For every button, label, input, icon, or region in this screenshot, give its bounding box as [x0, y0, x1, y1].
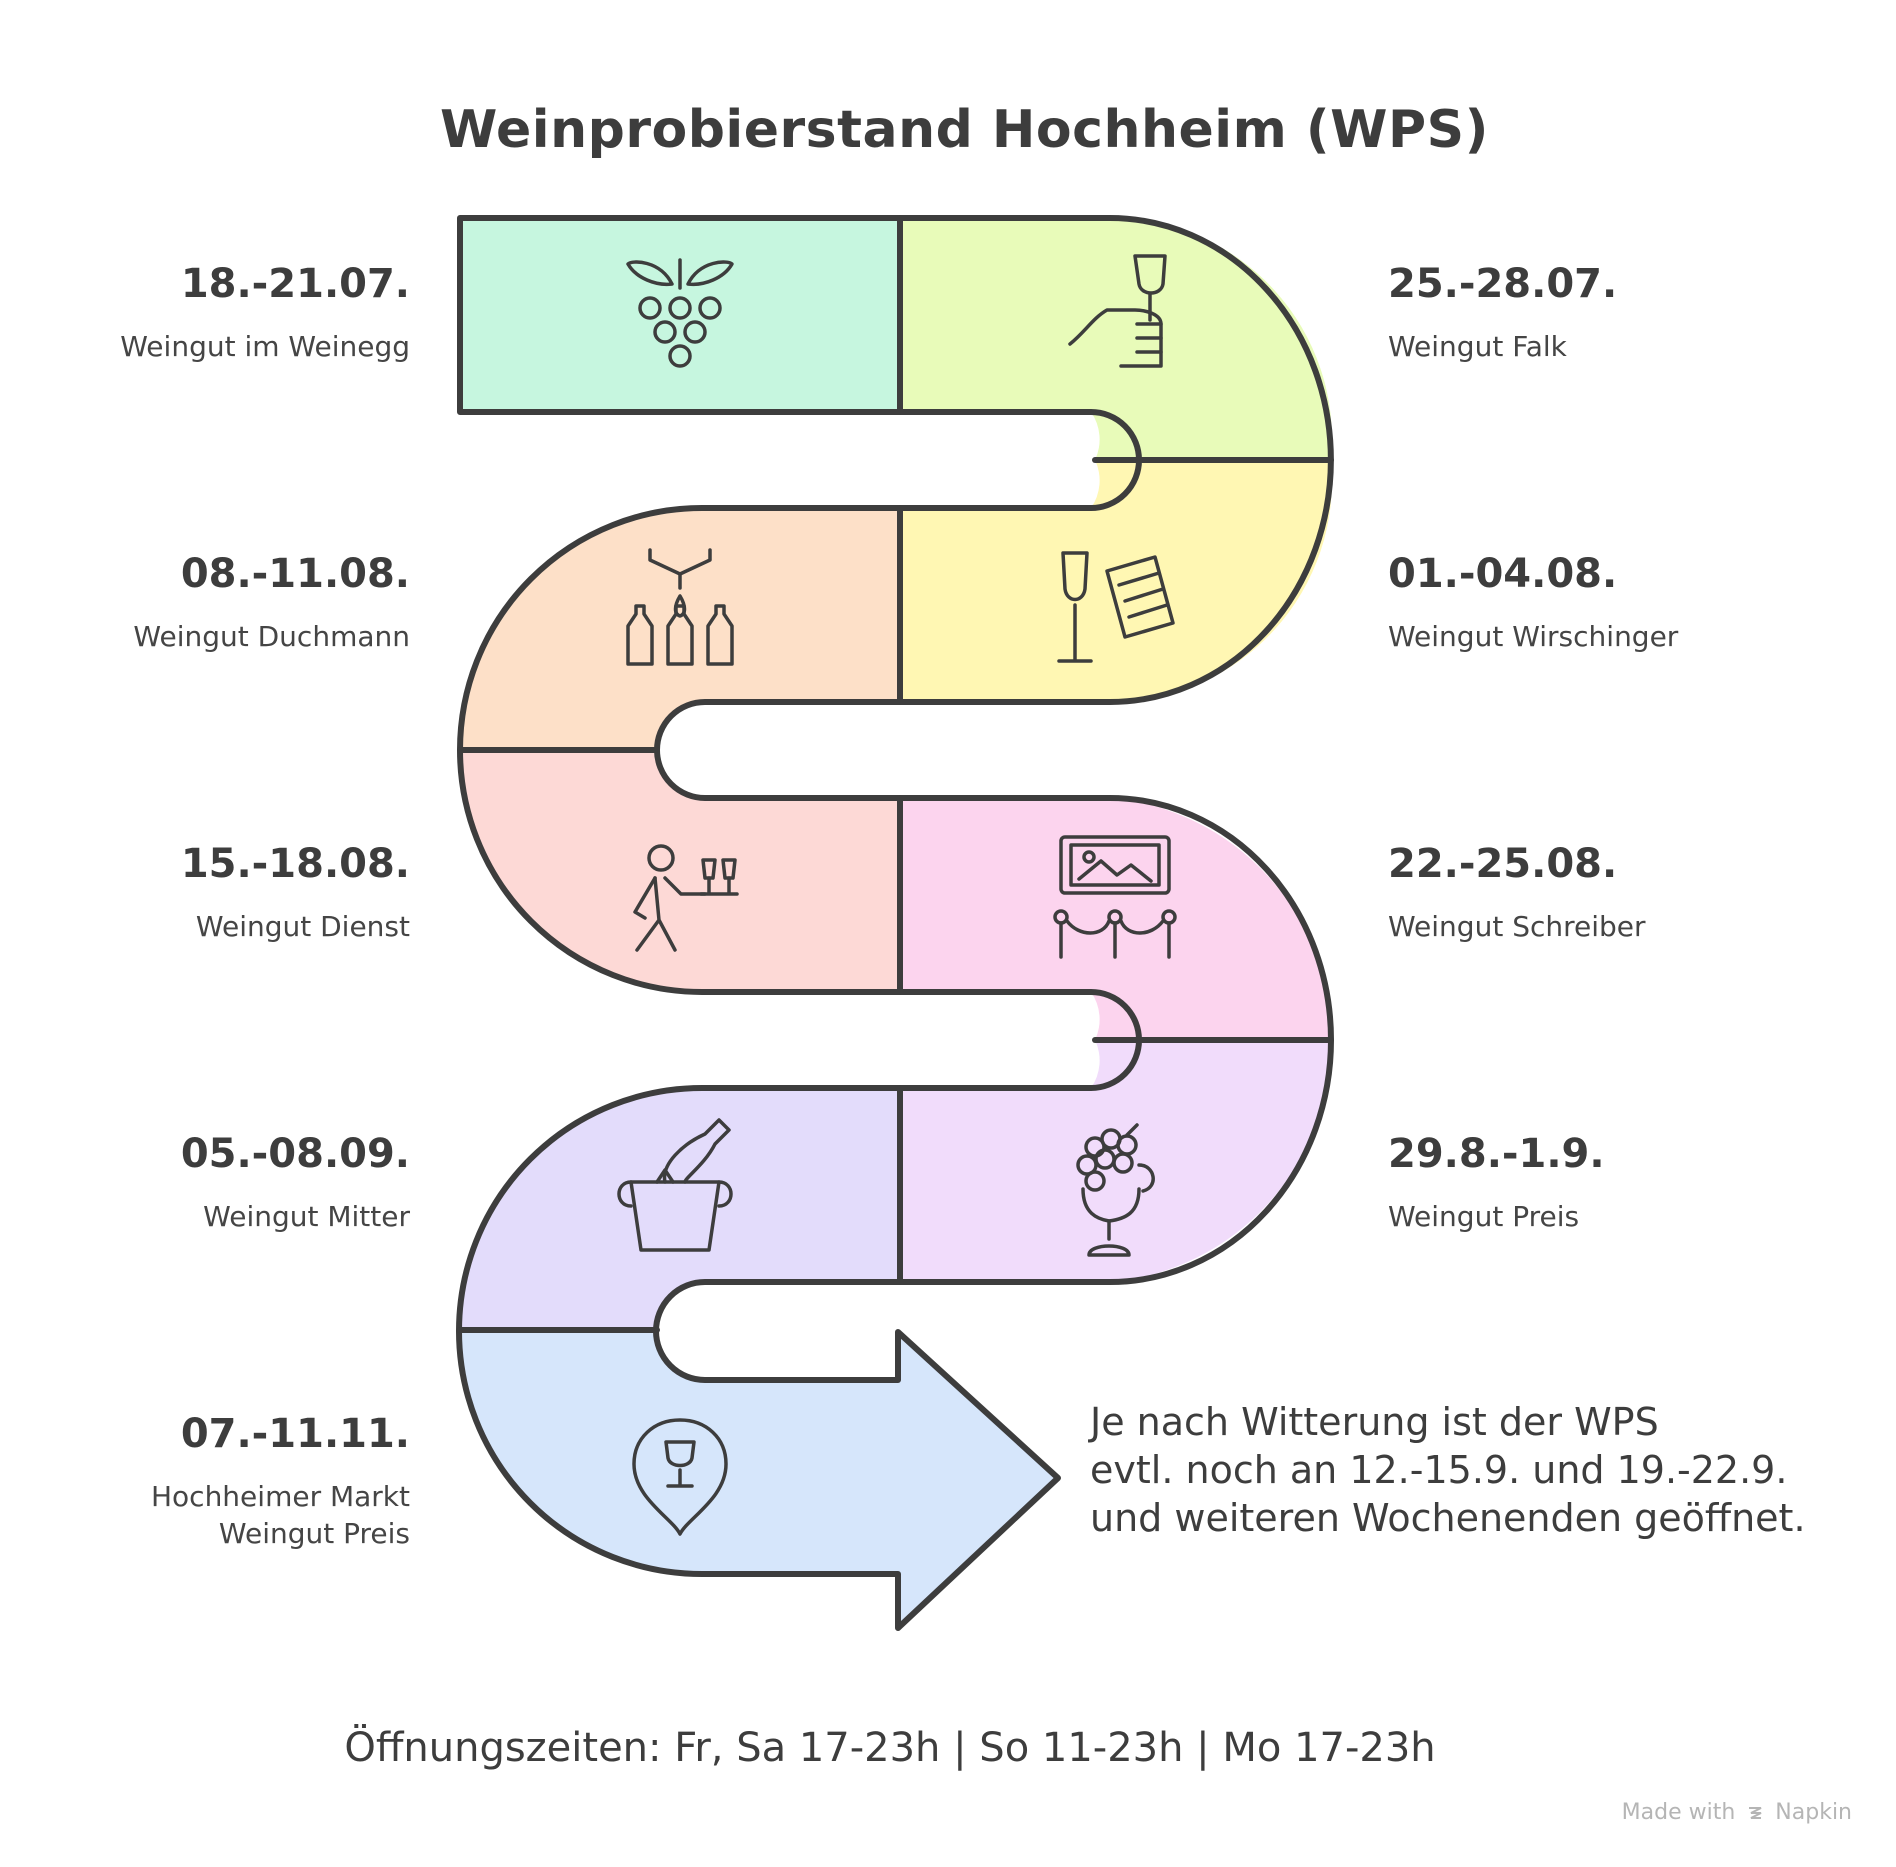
event-9: 07.-11.11. Hochheimer Markt Weingut Prei… — [10, 1410, 410, 1552]
brand-name: Napkin — [1775, 1800, 1852, 1825]
segment-wine-location — [459, 1330, 1059, 1628]
grape-goblet-icon — [1076, 1123, 1155, 1257]
segment-wine-toast — [900, 217, 1333, 460]
event-date: 15.-18.08. — [180, 841, 410, 887]
event-5: 15.-18.08. Weingut Dienst — [10, 840, 410, 945]
event-winery: Weingut Preis — [1388, 1200, 1580, 1233]
segment-grapes — [460, 218, 900, 412]
grapes-icon — [626, 258, 734, 368]
event-4: 08.-11.08. Weingut Duchmann — [10, 550, 410, 655]
event-1: 18.-21.07. Weingut im Weinegg — [10, 260, 410, 365]
segment-gallery — [900, 798, 1332, 1040]
event-date: 22.-25.08. — [1388, 841, 1618, 887]
waiter-icon — [633, 844, 739, 952]
segment-waiter — [460, 750, 900, 992]
event-winery: Weingut Falk — [1388, 330, 1567, 363]
champagne-bucket-icon — [617, 1118, 733, 1252]
napkin-logo-icon — [1749, 1807, 1762, 1819]
event-date: 01.-04.08. — [1388, 551, 1618, 597]
event-2: 25.-28.07. Weingut Falk — [1388, 260, 1788, 365]
segment-dividers — [457, 215, 1334, 1333]
gallery-icon — [1053, 835, 1177, 959]
event-date: 05.-08.09. — [180, 1131, 410, 1177]
event-winery: Hochheimer Markt Weingut Preis — [150, 1480, 410, 1550]
wine-menu-icon — [1057, 551, 1175, 663]
weather-note: Je nach Witterung ist der WPS evtl. noch… — [1090, 1400, 1806, 1540]
wine-toast-icon — [1068, 254, 1167, 368]
segment-wine-menu — [900, 460, 1333, 703]
event-3: 01.-04.08. Weingut Wirschinger — [1388, 550, 1788, 655]
event-6: 22.-25.08. Weingut Schreiber — [1388, 840, 1788, 945]
event-winery: Weingut Mitter — [203, 1200, 410, 1233]
brand-prefix: Made with — [1621, 1800, 1736, 1825]
event-winery: Weingut Duchmann — [133, 620, 410, 653]
event-date: 07.-11.11. — [180, 1411, 410, 1457]
event-winery: Weingut Wirschinger — [1388, 620, 1679, 653]
wine-bottles-icon — [626, 548, 734, 666]
event-date: 08.-11.08. — [180, 551, 410, 597]
segment-champagne-bucket — [460, 1088, 900, 1330]
brand-credit[interactable]: Made with Napkin — [1622, 1800, 1852, 1825]
event-winery: Weingut Schreiber — [1388, 910, 1646, 943]
event-date: 25.-28.07. — [1388, 261, 1618, 307]
event-date: 29.8.-1.9. — [1388, 1131, 1605, 1177]
opening-hours: Öffnungszeiten: Fr, Sa 17-23h | So 11-23… — [344, 1725, 1436, 1771]
event-8: 05.-08.09. Weingut Mitter — [10, 1130, 410, 1235]
event-date: 18.-21.07. — [180, 261, 410, 307]
event-7: 29.8.-1.9. Weingut Preis — [1388, 1130, 1788, 1235]
event-winery: Weingut Dienst — [195, 910, 410, 943]
event-winery: Weingut im Weinegg — [120, 330, 410, 363]
wine-location-icon — [632, 1418, 728, 1536]
segment-wine-bottles — [460, 508, 900, 750]
page-title: Weinprobierstand Hochheim (WPS) — [440, 100, 1489, 160]
